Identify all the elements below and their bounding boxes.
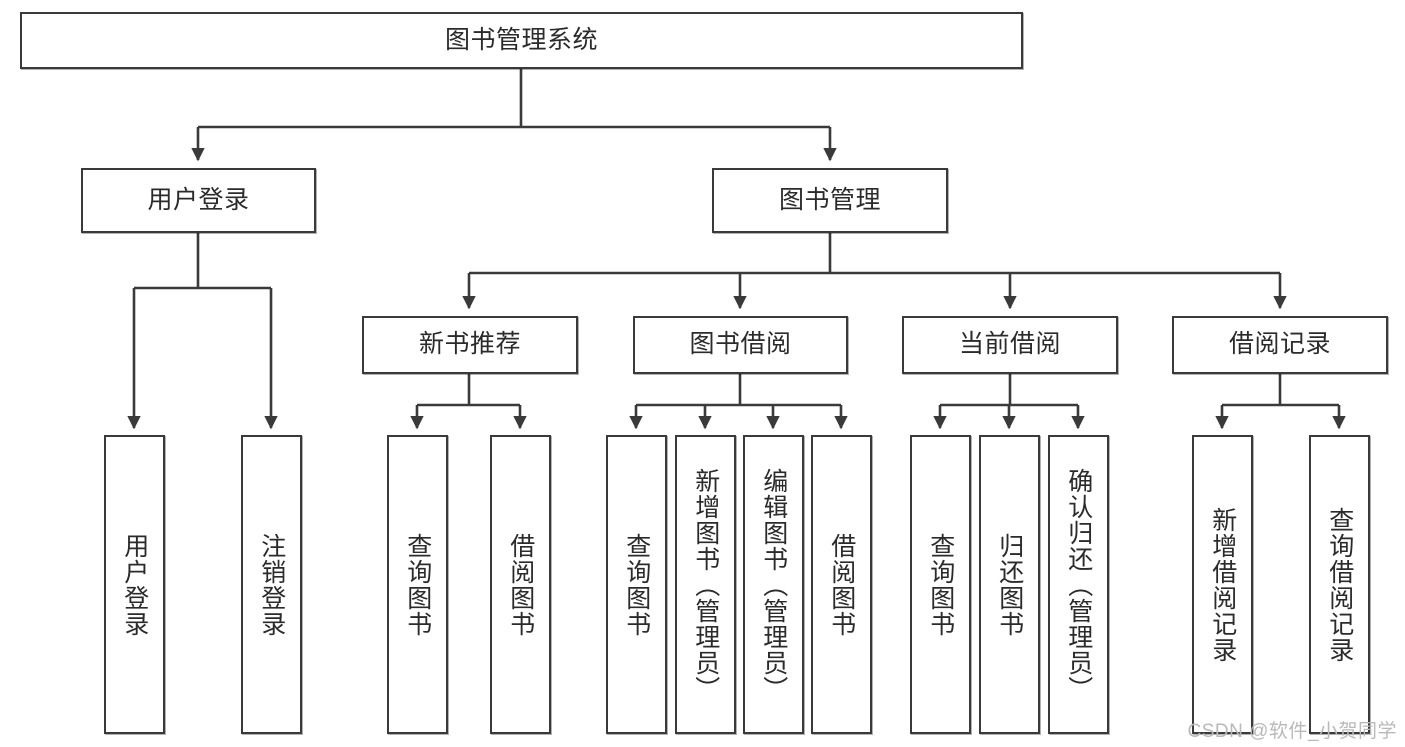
node-book-borrow[interactable]: 图书借阅 <box>633 316 848 374</box>
leaf-bb-add-book-admin[interactable]: 新增图书（管理员） <box>675 435 736 734</box>
node-current-borrow[interactable]: 当前借阅 <box>902 316 1118 374</box>
node-current-borrow-label: 当前借阅 <box>958 330 1061 359</box>
leaf-user-login-label: 用户登录 <box>120 532 149 637</box>
node-root-system[interactable]: 图书管理系统 <box>20 12 1023 69</box>
node-user-login-label: 用户登录 <box>147 185 250 214</box>
leaf-bb-query-book[interactable]: 查询图书 <box>606 435 667 734</box>
leaf-cb-query-book-label: 查询图书 <box>926 532 955 637</box>
leaf-nb-borrow-book-label: 借阅图书 <box>506 532 535 637</box>
leaf-bb-query-book-label: 查询图书 <box>622 532 651 637</box>
leaf-logout[interactable]: 注销登录 <box>241 435 302 734</box>
node-book-borrow-label: 图书借阅 <box>689 330 792 359</box>
leaf-cb-return-book-label: 归还图书 <box>995 532 1024 637</box>
node-new-book-recommend[interactable]: 新书推荐 <box>362 316 578 374</box>
node-book-management[interactable]: 图书管理 <box>712 168 948 233</box>
csdn-watermark: CSDN @软件_小贺同学 <box>1187 721 1397 742</box>
leaf-br-query-record-label: 查询借阅记录 <box>1325 506 1354 663</box>
leaf-bb-edit-book-admin-label: 编辑图书（管理员） <box>759 467 788 702</box>
leaf-nb-borrow-book[interactable]: 借阅图书 <box>490 435 551 734</box>
leaf-bb-edit-book-admin[interactable]: 编辑图书（管理员） <box>743 435 804 734</box>
node-borrow-record[interactable]: 借阅记录 <box>1172 316 1388 374</box>
leaf-cb-query-book[interactable]: 查询图书 <box>910 435 971 734</box>
node-borrow-record-label: 借阅记录 <box>1228 330 1331 359</box>
node-book-management-label: 图书管理 <box>778 185 881 214</box>
leaf-cb-return-book[interactable]: 归还图书 <box>979 435 1040 734</box>
leaf-br-add-record-label: 新增借阅记录 <box>1208 506 1237 663</box>
leaf-br-add-record[interactable]: 新增借阅记录 <box>1192 435 1253 734</box>
node-new-book-recommend-label: 新书推荐 <box>418 330 521 359</box>
node-root-system-label: 图书管理系统 <box>444 25 598 54</box>
leaf-cb-confirm-return-admin[interactable]: 确认归还（管理员） <box>1048 435 1109 734</box>
leaf-nb-query-book[interactable]: 查询图书 <box>387 435 448 734</box>
leaf-bb-borrow-book[interactable]: 借阅图书 <box>811 435 872 734</box>
leaf-bb-borrow-book-label: 借阅图书 <box>827 532 856 637</box>
node-user-login[interactable]: 用户登录 <box>81 168 316 233</box>
leaf-nb-query-book-label: 查询图书 <box>403 532 432 637</box>
leaf-bb-add-book-admin-label: 新增图书（管理员） <box>691 467 720 702</box>
leaf-cb-confirm-return-admin-label: 确认归还（管理员） <box>1064 467 1093 702</box>
leaf-br-query-record[interactable]: 查询借阅记录 <box>1309 435 1370 734</box>
leaf-user-login[interactable]: 用户登录 <box>104 435 165 734</box>
leaf-logout-label: 注销登录 <box>257 532 286 637</box>
